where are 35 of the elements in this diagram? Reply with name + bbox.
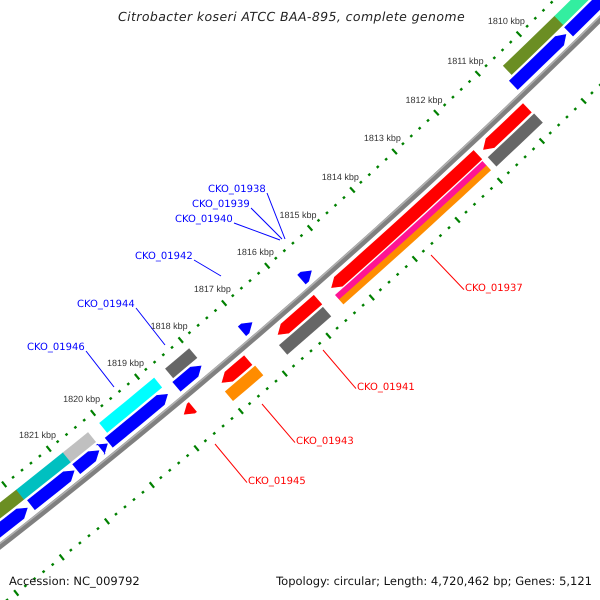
gene-label: CKO_01940 bbox=[175, 214, 233, 226]
leader-line bbox=[322, 350, 356, 390]
genome-info-text: Topology: circular; Length: 4,720,462 bp; Genes: 5,121 bbox=[276, 574, 592, 588]
scale-label: 1817 kbp bbox=[194, 284, 231, 294]
scale-label: 1815 kbp bbox=[279, 210, 317, 220]
leader-line bbox=[86, 350, 114, 388]
gene-label: CKO_01944 bbox=[77, 299, 135, 311]
accession-text: Accession: NC_009792 bbox=[9, 574, 140, 588]
leader-line bbox=[214, 444, 248, 484]
scale-label: 1818 kbp bbox=[150, 321, 188, 332]
scale-label: 1814 kbp bbox=[322, 172, 359, 182]
scale-label: 1810 kbp bbox=[488, 16, 525, 26]
gene-label: CKO_01941 bbox=[357, 382, 415, 394]
leader-line bbox=[194, 260, 222, 276]
gene-label: CKO_01946 bbox=[27, 342, 85, 354]
gene-label: CKO_01939 bbox=[192, 199, 250, 211]
gene-label: CKO_01943 bbox=[296, 436, 354, 448]
scale-label: 1811 kbp bbox=[447, 56, 484, 66]
leader-line bbox=[262, 404, 296, 444]
gene-label: CKO_01937 bbox=[465, 283, 523, 295]
scale-label: 1820 kbp bbox=[63, 394, 100, 404]
map-title: Citrobacter koseri ATCC BAA-895, complete genome bbox=[118, 9, 466, 24]
leader-line bbox=[266, 192, 286, 240]
gene-label: CKO_01942 bbox=[135, 251, 193, 263]
scale-label: 1821 kbp bbox=[18, 430, 56, 440]
leader-line bbox=[430, 254, 464, 290]
scale-label: 1812 kbp bbox=[406, 94, 443, 105]
gene-label: CKO_01945 bbox=[248, 476, 306, 488]
scale-label: 1813 kbp bbox=[364, 133, 401, 144]
gene-label: CKO_01938 bbox=[208, 184, 266, 196]
leader-line bbox=[136, 308, 166, 346]
scale-label: 1819 kbp bbox=[107, 358, 144, 368]
scale-label: 1816 kbp bbox=[236, 247, 274, 258]
leader-line bbox=[250, 208, 282, 240]
leader-line bbox=[234, 222, 280, 240]
